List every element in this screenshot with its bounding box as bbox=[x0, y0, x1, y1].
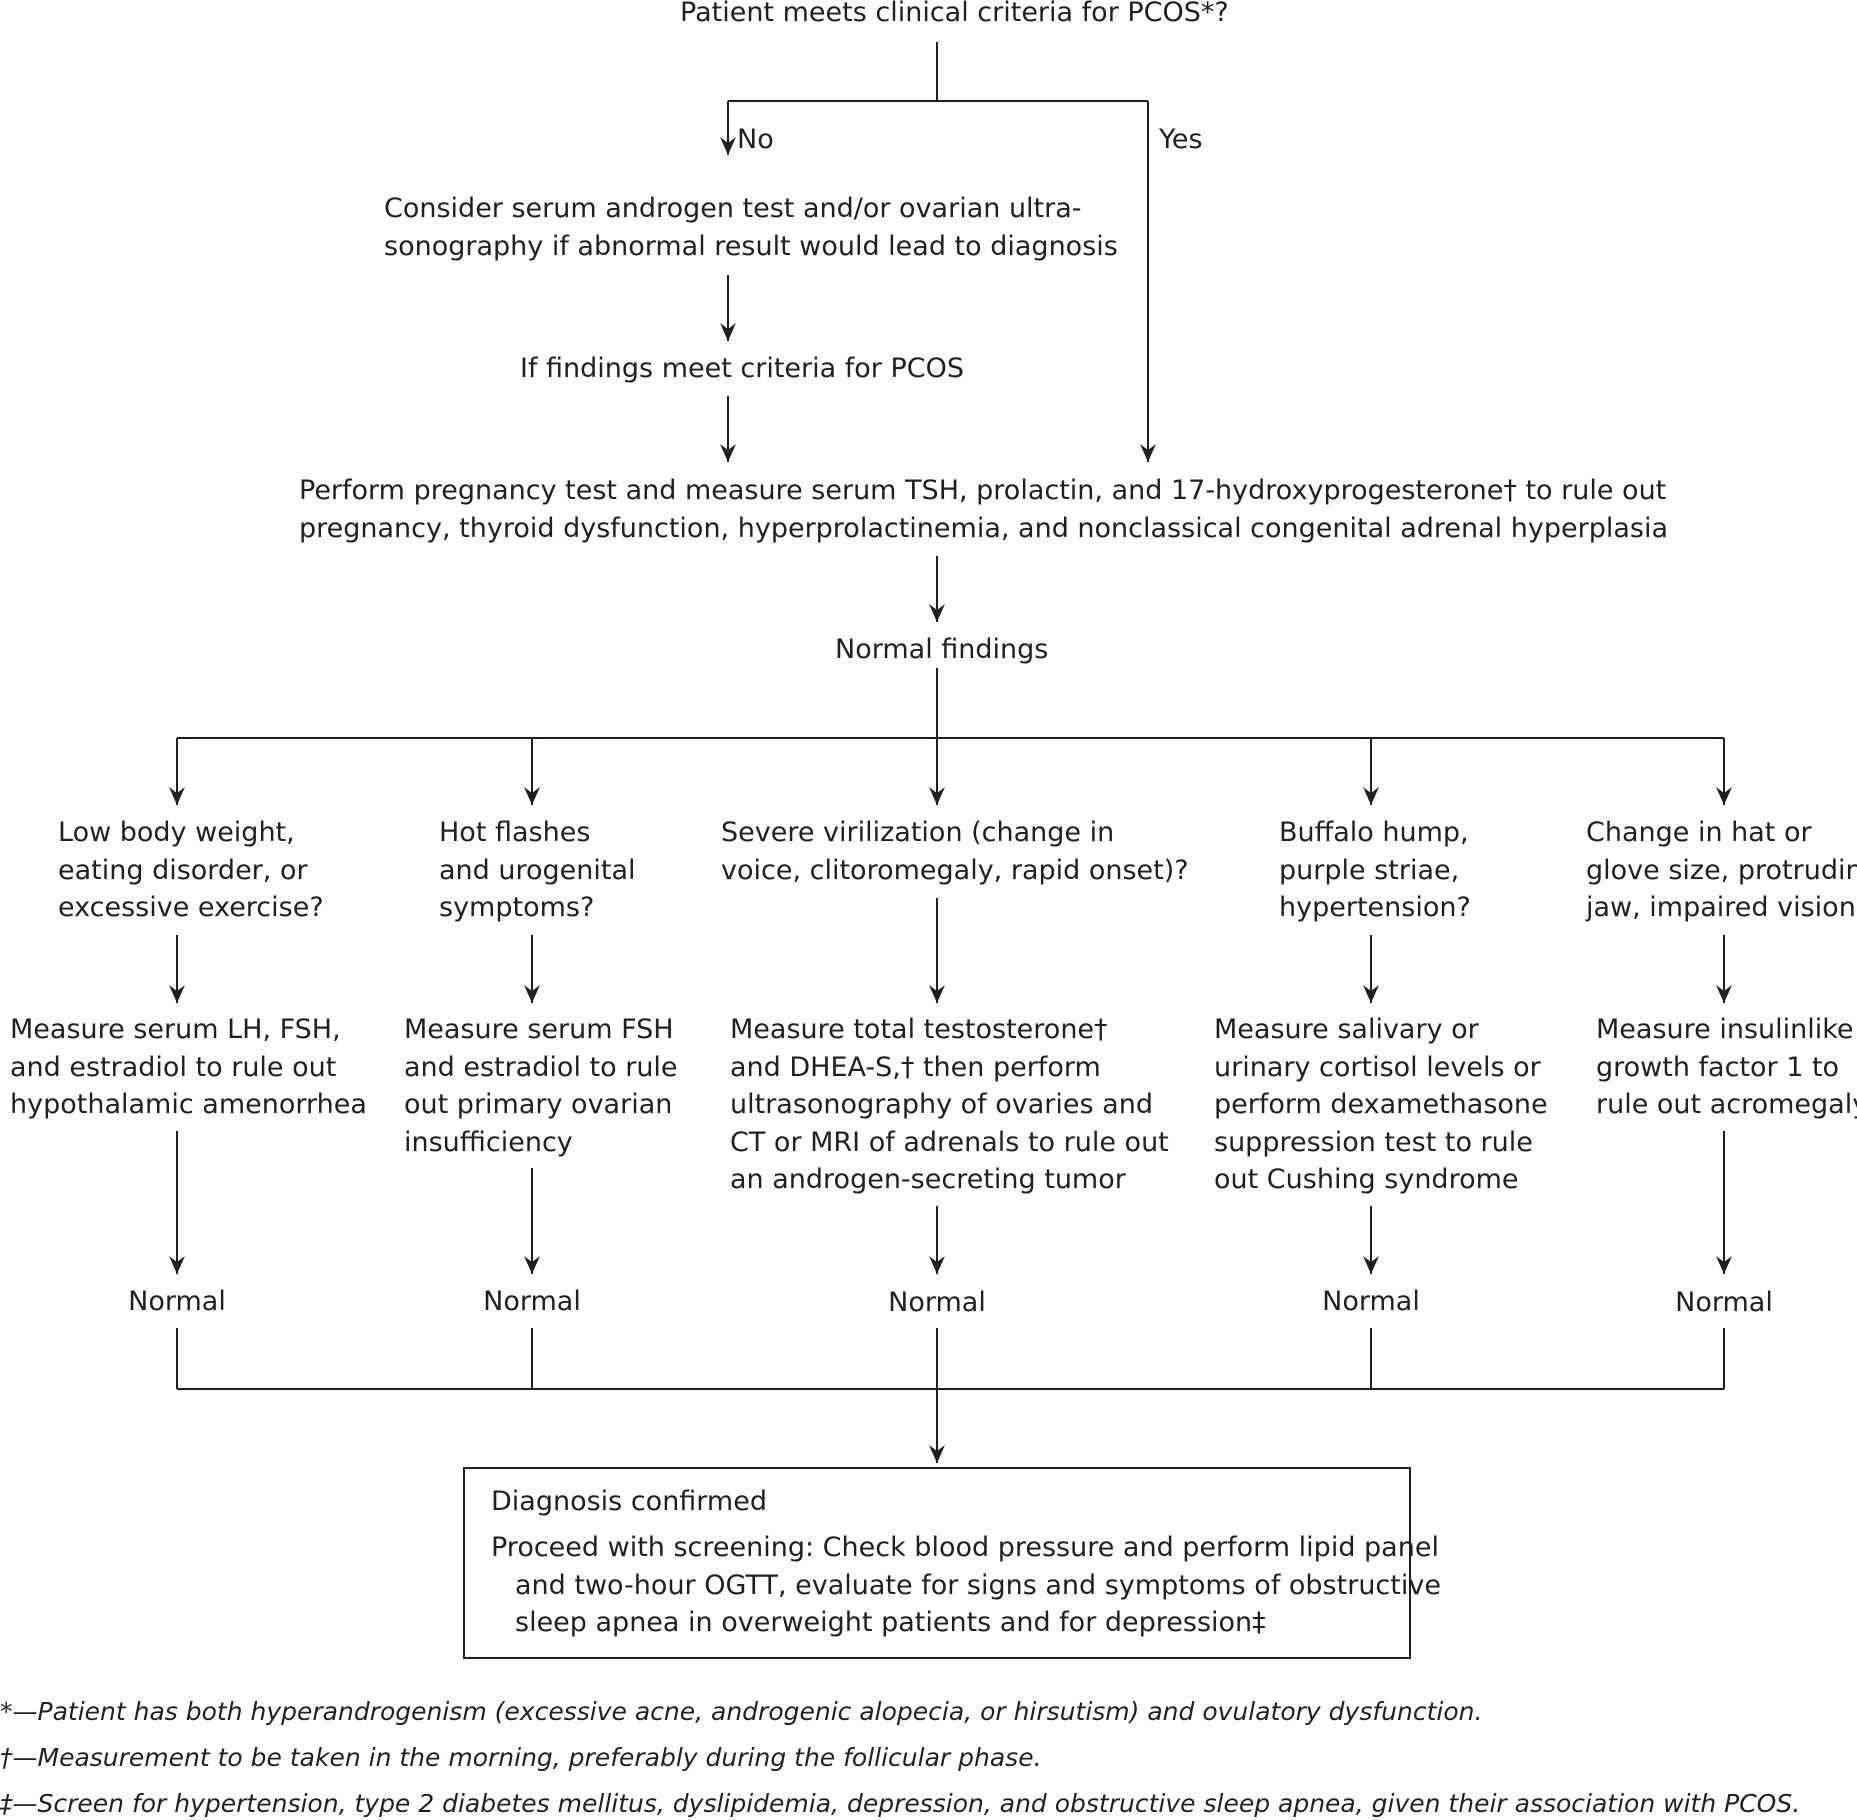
arrowhead-col3-normal bbox=[929, 1256, 945, 1274]
col3-action: Measure total testosterone† and DHEA-S,†… bbox=[730, 1014, 1169, 1195]
footnote-dagger: †—Measurement to be taken in the morning… bbox=[0, 1743, 1042, 1772]
footnote-asterisk: *—Patient has both hyperandrogenism (exc… bbox=[0, 1697, 1483, 1726]
footnote-double-dagger: ‡—Screen for hypertension, type 2 diabet… bbox=[0, 1789, 1801, 1818]
start-question: Patient meets clinical criteria for PCOS… bbox=[680, 0, 1229, 28]
if-findings-text: If findings meet criteria for PCOS bbox=[520, 353, 965, 384]
arrowhead-col1-question bbox=[169, 787, 185, 805]
arrowhead-col4-action bbox=[1363, 985, 1379, 1003]
arrowhead-col4-normal bbox=[1363, 1256, 1379, 1274]
arrowhead-col1-action bbox=[169, 985, 185, 1003]
consider-test-text: Consider serum androgen test and/or ovar… bbox=[384, 193, 1118, 262]
col3-normal: Normal bbox=[888, 1287, 986, 1318]
arrowhead-col5-question bbox=[1716, 787, 1732, 805]
perform-tests-text: Perform pregnancy test and measure serum… bbox=[299, 475, 1669, 544]
col3-question: Severe virilization (change in voice, cl… bbox=[721, 817, 1189, 886]
arrowhead-diagnosis bbox=[929, 1445, 945, 1463]
arrowhead-col3-action bbox=[929, 985, 945, 1003]
arrowhead-col1-normal bbox=[169, 1256, 185, 1274]
col4-question: Buffalo hump, purple striae, hypertensio… bbox=[1279, 817, 1471, 923]
arrowhead-col5-normal bbox=[1716, 1256, 1732, 1274]
col2-action: Measure serum FSH and estradiol to rule … bbox=[404, 1014, 678, 1158]
arrowhead-normal-findings bbox=[929, 604, 945, 622]
arrowhead-yes bbox=[1140, 444, 1156, 462]
arrowhead-no bbox=[720, 137, 736, 155]
arrowhead-col2-normal bbox=[524, 1256, 540, 1274]
col5-normal: Normal bbox=[1675, 1287, 1773, 1318]
branch-no-label: No bbox=[737, 124, 774, 155]
arrowhead-findings bbox=[720, 323, 736, 341]
diagnosis-title: Diagnosis confirmed bbox=[491, 1486, 767, 1517]
col4-normal: Normal bbox=[1322, 1286, 1420, 1317]
branch-yes-label: Yes bbox=[1159, 124, 1203, 155]
col4-action: Measure salivary or urinary cortisol lev… bbox=[1214, 1014, 1548, 1195]
col1-action: Measure serum LH, FSH, and estradiol to … bbox=[10, 1014, 367, 1120]
col2-normal: Normal bbox=[483, 1286, 581, 1317]
arrowhead-col4-question bbox=[1363, 787, 1379, 805]
diagnosis-body: Proceed with screening: Check blood pres… bbox=[491, 1532, 1441, 1638]
arrowhead-col2-question bbox=[524, 787, 540, 805]
col2-question: Hot flashes and urogenital symptoms? bbox=[439, 817, 636, 923]
col1-question: Low body weight, eating disorder, or exc… bbox=[58, 817, 324, 923]
col5-question: Change in hat or glove size, protruding … bbox=[1586, 817, 1857, 923]
arrowhead-col2-action bbox=[524, 985, 540, 1003]
col1-normal: Normal bbox=[128, 1286, 226, 1317]
normal-findings-text: Normal findings bbox=[835, 634, 1049, 665]
diagnosis-box: Diagnosis confirmed Proceed with screeni… bbox=[463, 1467, 1441, 1659]
arrowhead-col5-action bbox=[1716, 985, 1732, 1003]
arrowhead-tests bbox=[720, 444, 736, 462]
col5-action: Measure insulinlike growth factor 1 to r… bbox=[1596, 1014, 1857, 1120]
arrowhead-col3-question bbox=[929, 787, 945, 805]
